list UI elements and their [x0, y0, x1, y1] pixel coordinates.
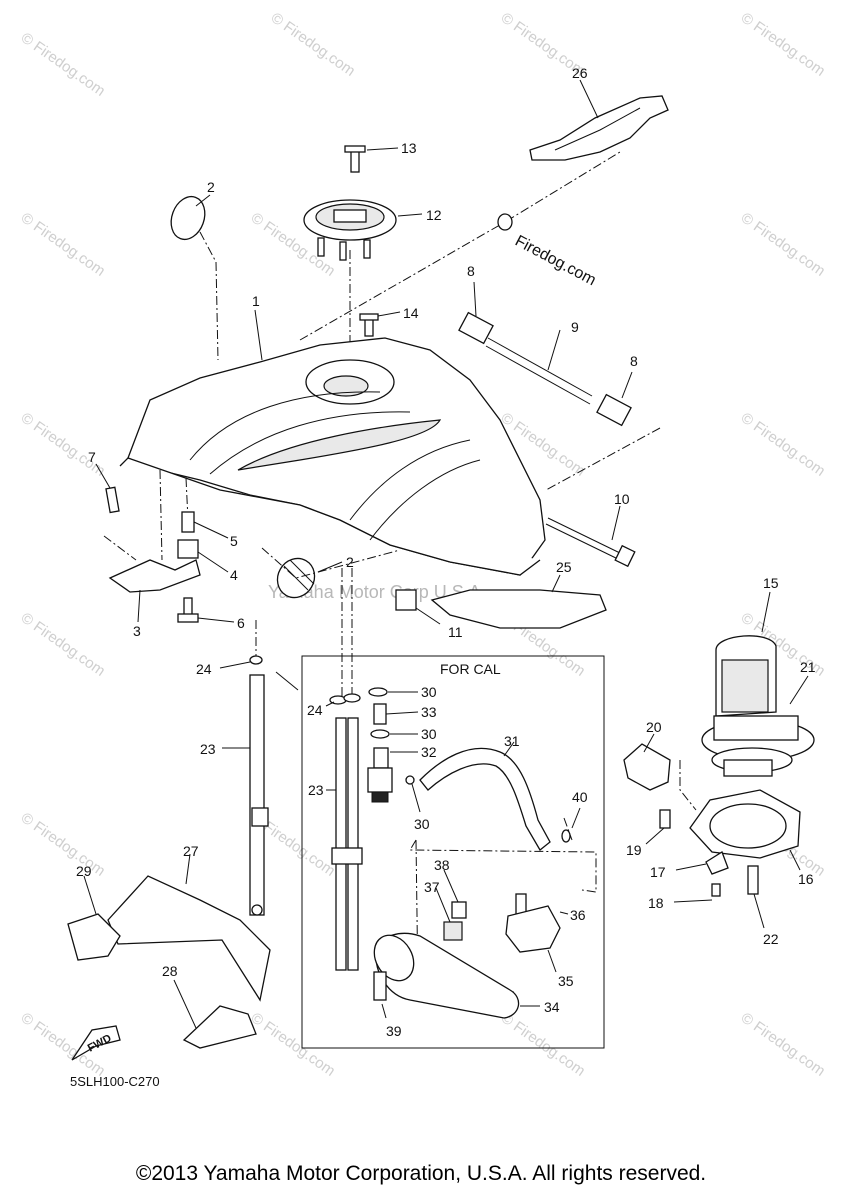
part-16-gasket	[623, 733, 801, 929]
part-26-pad	[529, 79, 669, 161]
callout-15: 15	[763, 575, 779, 591]
part-15-fuel-pump	[701, 591, 815, 777]
part-25-cover	[395, 574, 607, 629]
watermark: © Firedog.com	[738, 409, 829, 479]
watermark: © Firedog.com	[738, 209, 829, 279]
callout-5: 5	[230, 533, 238, 549]
callout-11: 11	[448, 624, 463, 640]
callout-24: 24	[196, 661, 212, 677]
part-1-fuel-tank	[119, 309, 546, 576]
callout-36: 36	[570, 907, 586, 923]
callout-16: 16	[798, 871, 814, 887]
part-23-hose-left	[219, 620, 269, 916]
callout-23: 23	[200, 741, 216, 757]
watermark: © Firedog.com	[18, 209, 109, 279]
for-cal-title: FOR CAL	[440, 661, 501, 677]
callout-40: 40	[572, 789, 588, 805]
copyright-notice: ©2013 Yamaha Motor Corporation, U.S.A. A…	[135, 1162, 707, 1185]
watermark: © Firedog.com	[18, 609, 109, 679]
callout-17: 17	[650, 864, 666, 880]
callout-21: 21	[800, 659, 816, 675]
assembly-line	[299, 151, 621, 341]
callout-35: 35	[558, 973, 574, 989]
callout-27: 27	[183, 843, 199, 859]
callout-13: 13	[401, 140, 417, 156]
callout-26: 26	[572, 65, 588, 81]
callout-7: 7	[88, 449, 96, 465]
callout-3: 3	[133, 623, 141, 639]
callout-19: 19	[626, 842, 642, 858]
watermark: © Firedog.com	[738, 9, 829, 79]
callout-6: 6	[237, 615, 245, 631]
watermark: © Firedog.com	[248, 1009, 339, 1079]
callout-28: 28	[162, 963, 178, 979]
callout-32: 32	[421, 744, 437, 760]
callout-31: 31	[504, 733, 520, 749]
part-27-shield	[67, 853, 271, 1049]
callout-12: 12	[426, 207, 442, 223]
fwd-arrow: FWD	[71, 1025, 121, 1061]
part-14-screw	[359, 311, 401, 337]
grommet	[497, 213, 513, 231]
watermark: © Firedog.com	[268, 9, 359, 79]
callout-39: 39	[386, 1023, 402, 1039]
callout-8: 8	[467, 263, 475, 279]
callout-25: 25	[556, 559, 572, 575]
callout-22: 22	[763, 931, 779, 947]
callout-1: 1	[252, 293, 260, 309]
firedog-label: Firedog.com	[512, 233, 598, 290]
watermark: © Firedog.com	[18, 409, 109, 479]
callout-20: 20	[646, 719, 662, 735]
callout-2: 2	[346, 554, 354, 570]
callout-24: 24	[307, 702, 323, 718]
watermark: © Firedog.com	[738, 1009, 829, 1079]
callout-2: 2	[207, 179, 215, 195]
part-10-bolt	[545, 505, 636, 568]
part-9-rod	[458, 281, 661, 491]
part-2-cap-top	[170, 194, 219, 361]
callout-30: 30	[421, 726, 437, 742]
watermark: © Firedog.com	[18, 809, 109, 879]
diagram-code: 5SLH100-C270	[70, 1074, 160, 1089]
watermark: © Firedog.com	[18, 29, 109, 99]
callout-29: 29	[76, 863, 92, 879]
callout-14: 14	[403, 305, 419, 321]
callout-30: 30	[414, 816, 430, 832]
callout-23: 23	[308, 782, 324, 798]
callout-30: 30	[421, 684, 437, 700]
callout-34: 34	[544, 999, 560, 1015]
callout-labels: 1 2 2 3 4 5 6 7 8 8 9 10 11 12 13 14 15 …	[76, 65, 816, 1039]
callout-18: 18	[648, 895, 664, 911]
part-3-bracket	[95, 463, 235, 623]
center-watermark: Yamaha Motor Corp U.S.A.	[268, 582, 486, 602]
watermark: © Firedog.com	[498, 1009, 589, 1079]
callout-33: 33	[421, 704, 437, 720]
callout-37: 37	[424, 879, 440, 895]
callout-10: 10	[614, 491, 630, 507]
callout-38: 38	[434, 857, 450, 873]
part-12-filler-cap	[303, 145, 423, 360]
part-2-drain	[261, 547, 401, 599]
callout-4: 4	[230, 567, 238, 583]
for-cal-box: FOR CAL	[275, 568, 605, 1049]
callout-9: 9	[571, 319, 579, 335]
callout-8: 8	[630, 353, 638, 369]
